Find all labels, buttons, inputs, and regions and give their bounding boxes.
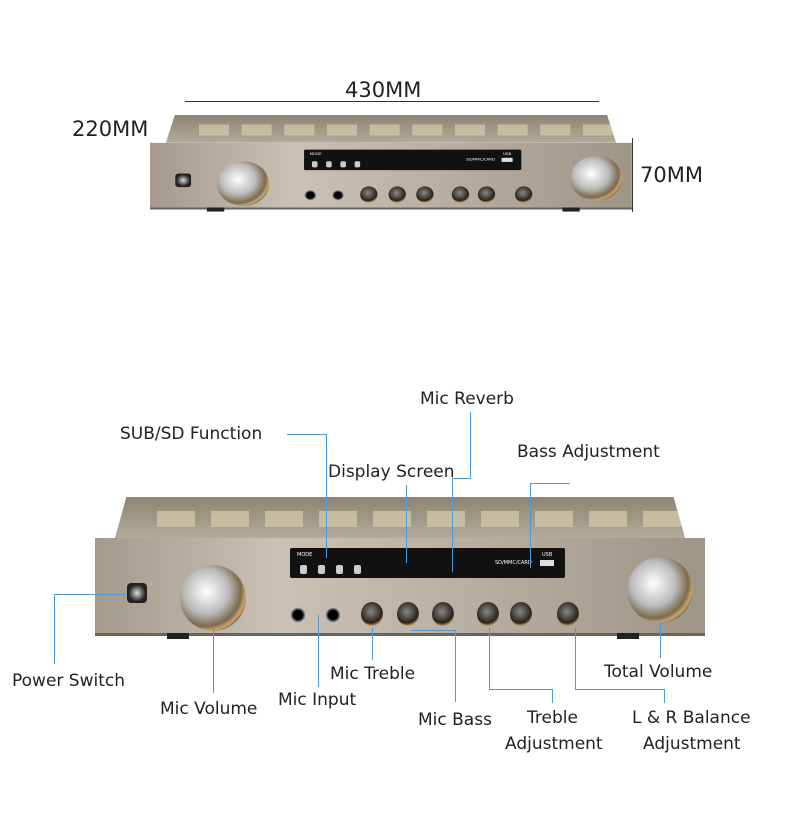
vent-slot	[319, 511, 357, 527]
mic-bass-knob[interactable]	[388, 186, 406, 203]
mic-input-jack-1[interactable]	[290, 607, 306, 623]
mic-input-jack-2[interactable]	[331, 189, 345, 201]
panel-button[interactable]	[354, 161, 361, 168]
vent-slot	[241, 124, 272, 136]
amp-foot	[617, 633, 639, 639]
vent-slot	[211, 511, 249, 527]
label-display: Display Screen	[328, 462, 455, 482]
label-mic-volume: Mic Volume	[160, 699, 258, 719]
mode-label: MODE	[309, 152, 322, 157]
mic-input-jack-2[interactable]	[325, 607, 341, 623]
vent-slot	[326, 124, 357, 136]
amp-top-cover	[115, 497, 685, 538]
vent-slot	[157, 511, 195, 527]
amp-foot	[167, 633, 189, 639]
label-balance-line1: L & R Balance	[632, 708, 751, 728]
treble-knob[interactable]	[477, 602, 499, 626]
vent-slot	[373, 511, 411, 527]
bass-knob[interactable]	[510, 602, 532, 626]
label-mic-treble: Mic Treble	[330, 664, 416, 684]
label-treble-line2: Adjustment	[505, 734, 603, 754]
vent-slot	[412, 124, 443, 136]
width-dimension-line	[185, 101, 599, 102]
vent-slot	[265, 511, 303, 527]
vent-slot	[497, 124, 528, 136]
usb-label: USB	[503, 152, 512, 157]
mode-button[interactable]	[300, 565, 307, 574]
mic-volume-knob[interactable]	[180, 565, 246, 631]
display-screen: MODE SD/MMC/CARD USB	[290, 548, 565, 578]
vent-slot	[643, 511, 681, 527]
label-treble: Treble	[527, 708, 578, 729]
depth-label: 220MM	[72, 117, 149, 141]
treble-knob[interactable]	[451, 186, 470, 203]
mode-label: MODE	[297, 552, 313, 558]
mic-volume-knob[interactable]	[217, 161, 270, 207]
vent-slot	[481, 511, 519, 527]
mic-treble-knob[interactable]	[360, 186, 378, 203]
label-power: Power Switch	[12, 671, 126, 691]
label-treble-line1: Treble	[527, 708, 578, 728]
vent-slot	[540, 124, 571, 136]
height-label: 70MM	[640, 163, 703, 187]
amplifier-small: MODE SD/MMC/CARD USB	[150, 115, 632, 214]
amplifier-large: MODE SD/MMC/CARD USB	[95, 497, 705, 642]
label-mic-bass: Mic Bass	[418, 710, 492, 730]
usb-port[interactable]	[501, 157, 513, 162]
height-dimension-line	[632, 138, 633, 212]
vent-slot	[582, 124, 613, 136]
amp-foot	[206, 207, 225, 212]
balance-knob[interactable]	[514, 186, 533, 203]
amp-front-panel: MODE SD/MMC/CARD USB	[150, 142, 632, 210]
panel-button[interactable]	[336, 565, 343, 574]
label-mic-reverb: Mic Reverb	[420, 389, 514, 409]
label-balance-line2: Adjustment	[643, 734, 741, 754]
total-volume-knob[interactable]	[570, 155, 623, 201]
label-bass: Bass Adjustment	[517, 442, 660, 462]
display-screen: MODE SD/MMC/CARD USB	[304, 149, 522, 171]
vent-slot	[284, 124, 315, 136]
mic-treble-knob[interactable]	[361, 602, 383, 626]
mic-reverb-knob[interactable]	[432, 602, 454, 626]
bass-knob[interactable]	[477, 186, 496, 203]
balance-knob[interactable]	[557, 602, 579, 626]
label-sub-sd: SUB/SD Function	[120, 424, 263, 444]
panel-button[interactable]	[354, 565, 361, 574]
amp-top-cover	[165, 115, 617, 143]
usb-port[interactable]	[540, 560, 554, 566]
width-label: 430MM	[345, 78, 422, 102]
vent-slot	[535, 511, 573, 527]
vent-slot	[198, 124, 229, 136]
amp-front-panel: MODE SD/MMC/CARD USB	[95, 538, 705, 636]
total-volume-knob[interactable]	[627, 557, 693, 623]
label-total-volume: Total Volume	[604, 662, 713, 682]
panel-button[interactable]	[326, 161, 332, 168]
vent-slot	[369, 124, 400, 136]
label-mic-input: Mic Input	[278, 690, 357, 710]
mic-reverb-knob[interactable]	[416, 186, 434, 203]
mode-button[interactable]	[311, 161, 318, 168]
amp-foot	[562, 207, 580, 212]
usb-label: USB	[542, 552, 553, 558]
vent-slot	[427, 511, 465, 527]
sd-card-slot-label: SD/MMC/CARD	[466, 157, 496, 162]
power-switch[interactable]	[175, 173, 192, 188]
panel-button[interactable]	[340, 161, 346, 168]
vent-slot	[454, 124, 485, 136]
vent-slot	[589, 511, 627, 527]
panel-button[interactable]	[318, 565, 325, 574]
sd-card-slot-label: SD/MMC/CARD	[495, 560, 532, 566]
power-switch[interactable]	[127, 583, 147, 603]
mic-input-jack-1[interactable]	[304, 189, 317, 201]
mic-bass-knob[interactable]	[397, 602, 419, 626]
